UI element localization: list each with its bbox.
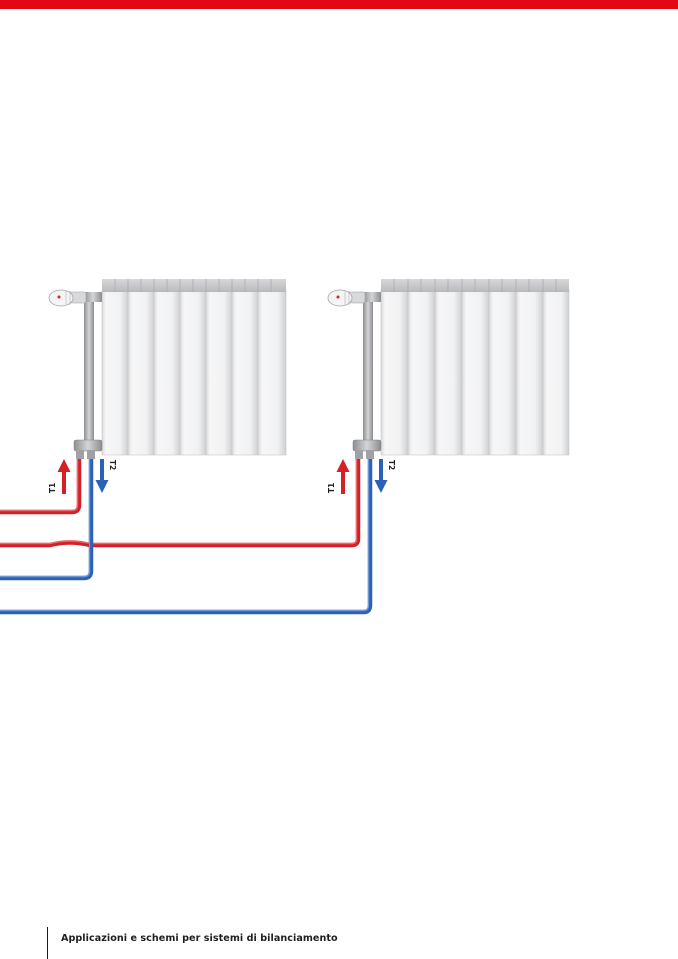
footer-caption: Applicazioni e schemi per sistemi di bil… <box>61 933 338 944</box>
supply-pipe-highlights <box>0 458 358 545</box>
return-pipes <box>0 458 373 615</box>
radiator-2 <box>327 279 570 459</box>
radiator-1-top-fins <box>102 279 286 292</box>
return-pipe-radiator-2 <box>0 458 373 615</box>
label-t2-radiator-2: T2 <box>387 460 396 470</box>
return-arrow-2 <box>374 459 388 493</box>
supply-arrow-2 <box>336 459 350 494</box>
return-arrow-1 <box>95 459 109 493</box>
bottom-valve-2 <box>352 439 382 459</box>
supply-pipe-radiator-2 <box>0 458 361 548</box>
label-t1-radiator-2: T1 <box>327 483 336 493</box>
radiator-2-top-fins <box>381 279 569 292</box>
return-pipe-radiator-1 <box>0 458 94 581</box>
bottom-valve-1 <box>73 439 103 459</box>
footer-divider <box>47 927 48 959</box>
radiator-2-sections <box>380 289 570 456</box>
supply-arrow-1 <box>57 459 71 494</box>
return-pipe-highlights <box>0 458 370 612</box>
top-accent-bar <box>0 0 678 9</box>
radiator-1 <box>48 279 287 459</box>
supply-pipe-radiator-1 <box>0 458 82 515</box>
thermostatic-head-2 <box>327 289 366 307</box>
radiator-1-sections <box>101 289 287 456</box>
supply-pipes <box>0 458 361 548</box>
label-t2-radiator-1: T2 <box>108 460 117 470</box>
thermostatic-head-1 <box>48 289 87 307</box>
label-t1-radiator-1: T1 <box>48 483 57 493</box>
